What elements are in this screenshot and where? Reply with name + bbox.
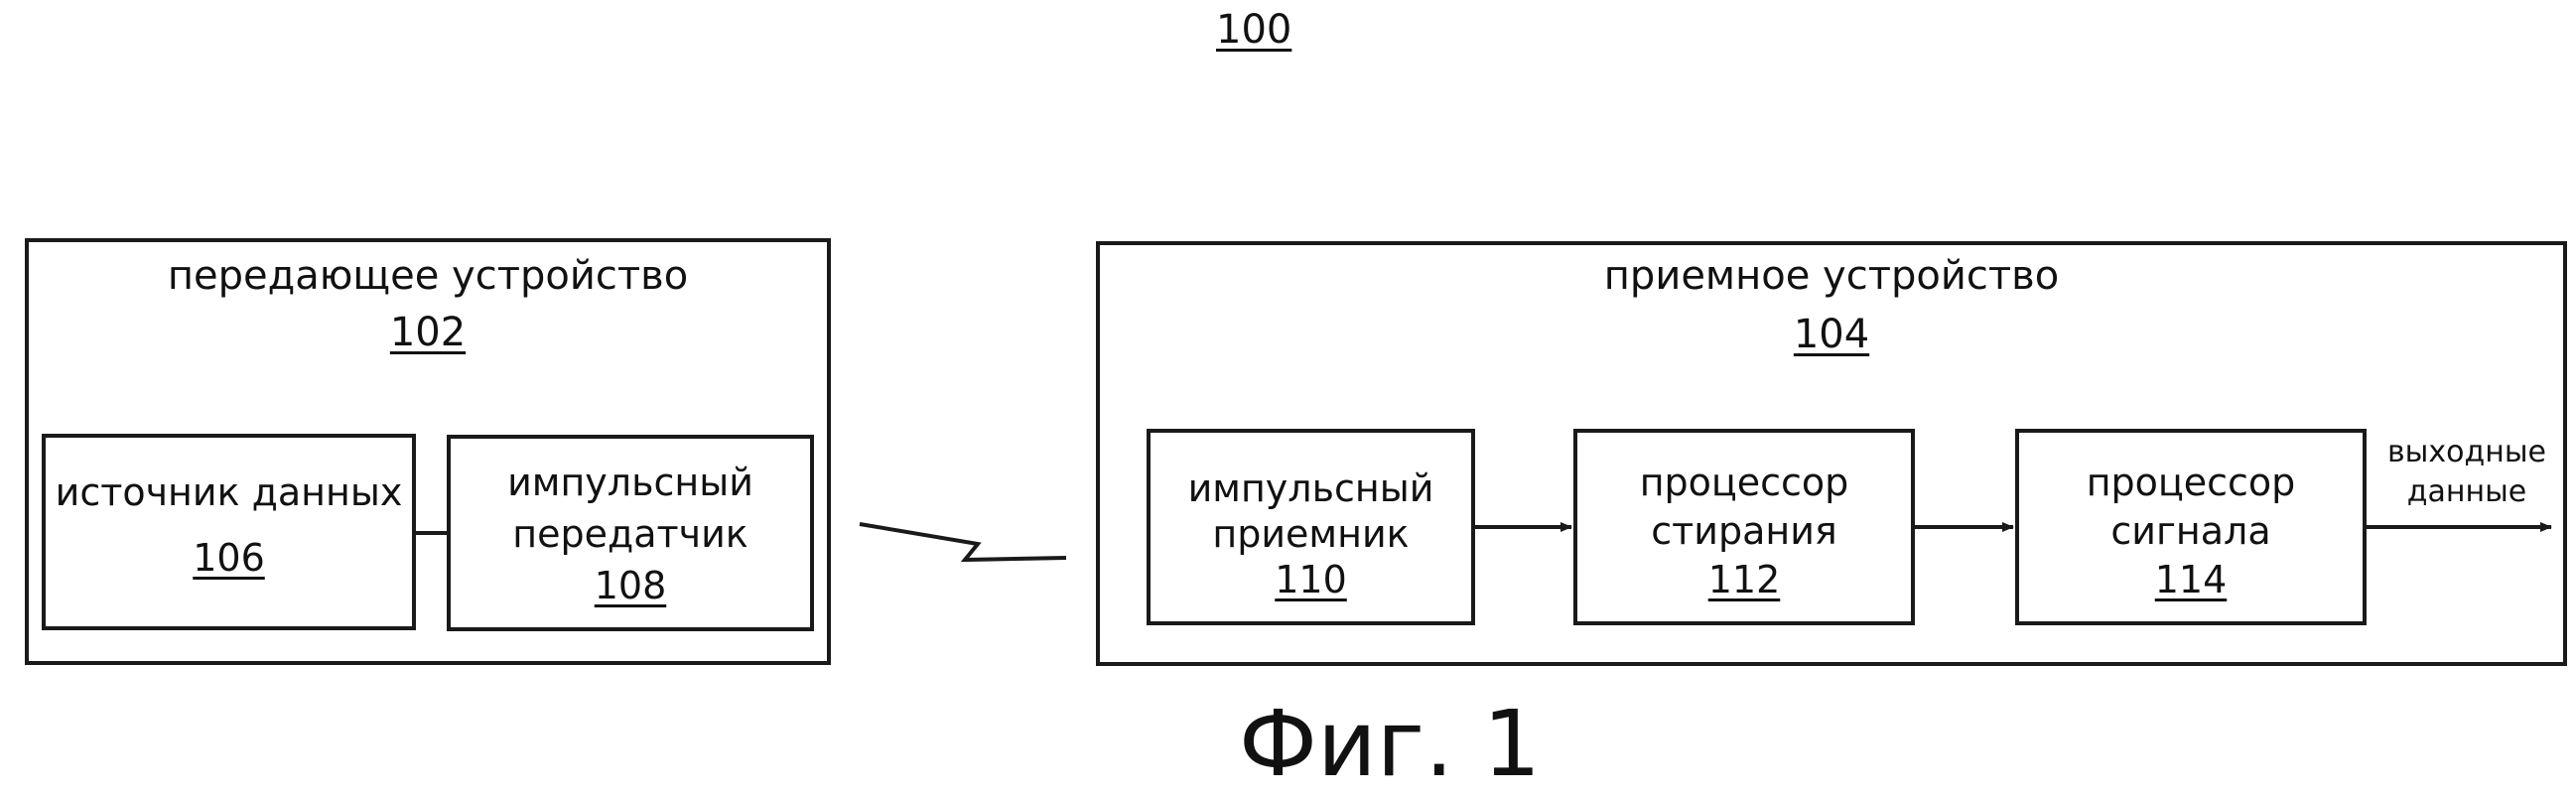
signal-processor-label-line2: сигнала xyxy=(2110,509,2271,553)
wireless-link-symbol xyxy=(859,522,1067,563)
data-source-ref: 106 xyxy=(193,536,265,580)
signal-processor-label-line1: процессор xyxy=(2086,461,2296,504)
pulse-transmitter-ref: 108 xyxy=(594,564,667,607)
erasure-processor-label-line2: стирания xyxy=(1651,509,1837,553)
erasure-processor-block xyxy=(1573,429,1915,625)
pulse-transmitter-block xyxy=(447,435,814,631)
signal-processor-ref: 114 xyxy=(2154,558,2228,601)
transmitter-ref: 102 xyxy=(389,310,467,355)
receiver-title: приемное устройство xyxy=(1603,253,2060,299)
figure-caption: Фиг. 1 xyxy=(1238,691,1542,797)
erasure-processor-ref: 112 xyxy=(1707,558,1781,601)
pulse-transmitter-label-line2: передатчик xyxy=(512,512,748,556)
data-source-block xyxy=(42,434,416,630)
pulse-receiver-ref: 110 xyxy=(1275,558,1347,601)
pulse-receiver-block xyxy=(1147,429,1475,625)
figure-number: 100 xyxy=(1216,7,1292,53)
signal-processor-block xyxy=(2015,429,2367,625)
pulse-receiver-label-line2: приемник xyxy=(1212,512,1410,556)
transmitter-title: передающее устройство xyxy=(167,253,689,299)
output-data-label-line2: данные xyxy=(2406,474,2527,509)
pulse-receiver-label-line1: импульсный xyxy=(1187,466,1434,510)
receiver-ref: 104 xyxy=(1793,312,1870,357)
pulse-transmitter-label-line1: импульсный xyxy=(507,461,753,504)
output-data-label-line1: выходные xyxy=(2387,435,2546,469)
erasure-processor-label-line1: процессор xyxy=(1639,461,1849,504)
data-source-label: источник данных xyxy=(55,470,403,514)
